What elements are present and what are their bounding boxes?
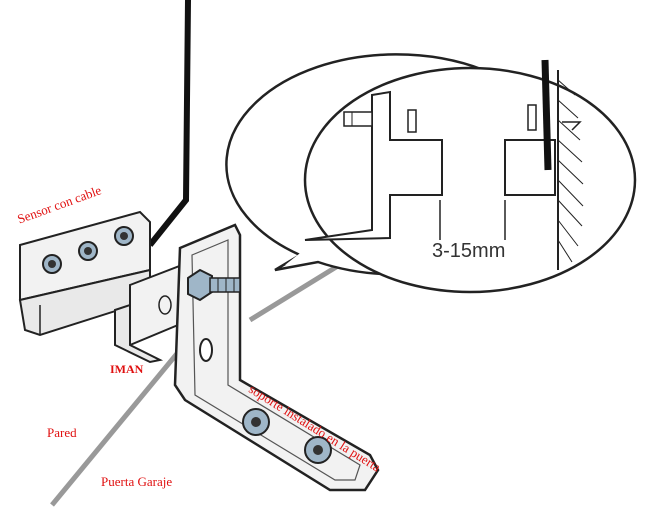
sensor-screw-2 (78, 241, 98, 261)
wall-label: Pared (47, 425, 77, 440)
bracket-bolt (187, 268, 241, 302)
sensor-cable (147, 0, 191, 247)
bracket-screw-1 (242, 408, 270, 436)
bracket-slot (199, 338, 213, 362)
detail-magnet-bracket (304, 90, 443, 241)
magnet-label: IMAN (110, 362, 144, 376)
detail-wall-hatch (557, 70, 584, 270)
door-bracket-inner-edge (191, 239, 361, 481)
wall-edge-line (50, 348, 182, 507)
gap-dimension-label: 3-15mm (432, 240, 506, 262)
detail-sensor-bracket (504, 59, 556, 196)
bracket-screw-2 (304, 436, 332, 464)
sensor-screw-3 (114, 226, 134, 246)
garage-door-label: Puerta Garaje (101, 474, 173, 489)
sensor-screw-1 (42, 254, 62, 274)
